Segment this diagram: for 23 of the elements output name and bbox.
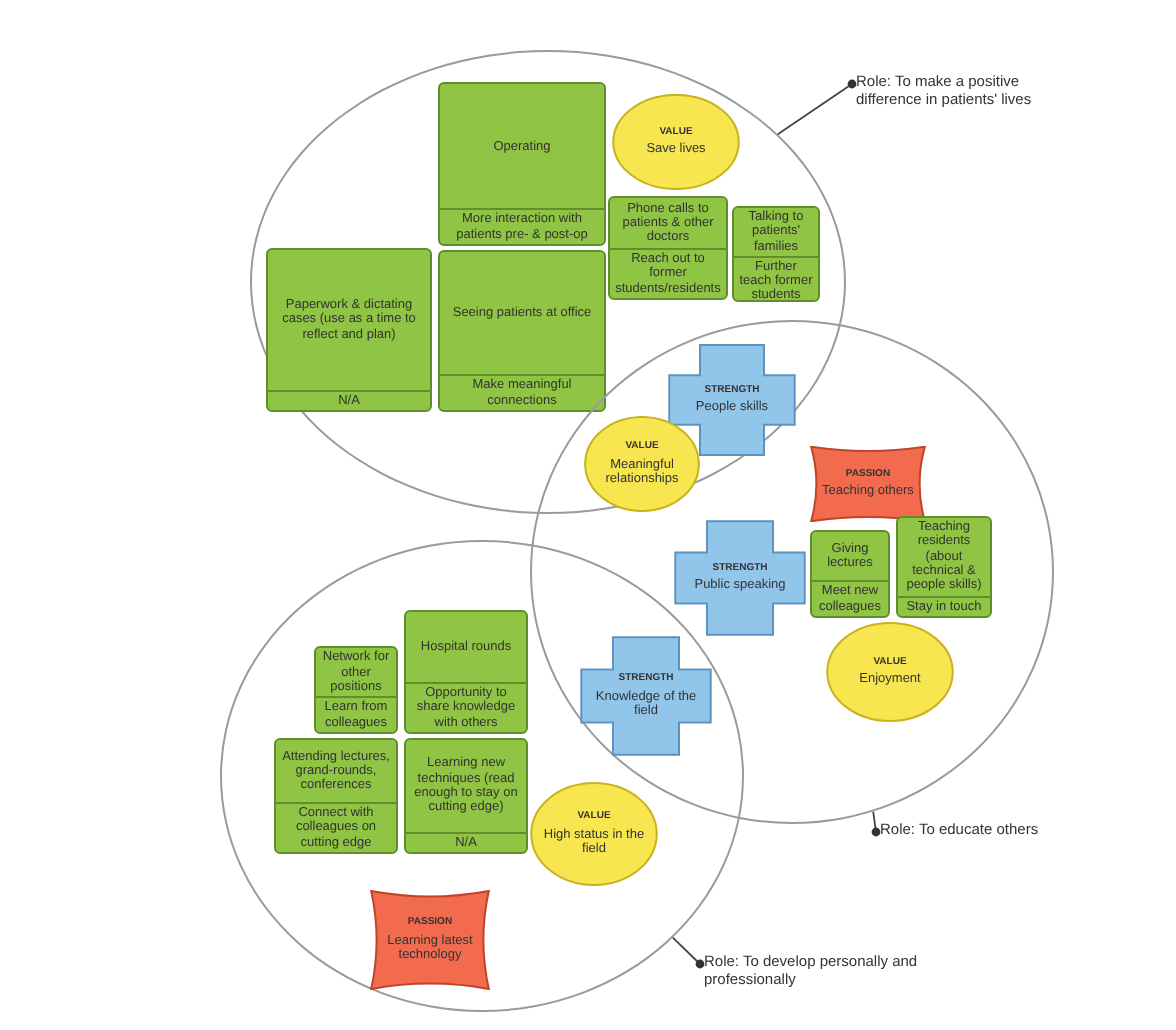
activity-card <box>608 196 728 300</box>
value-ellipse <box>530 782 658 886</box>
leader-line <box>671 936 705 969</box>
activity-card <box>438 82 606 246</box>
activity-card <box>438 250 606 412</box>
strength-cross <box>580 636 712 756</box>
passion-banner <box>370 890 490 990</box>
leader-line <box>776 79 857 136</box>
value-ellipse <box>584 416 700 512</box>
activity-card <box>810 530 890 618</box>
activity-card <box>404 738 528 854</box>
activity-card <box>404 610 528 734</box>
strength-cross <box>674 520 806 636</box>
activity-card <box>314 646 398 734</box>
value-ellipse <box>826 622 954 722</box>
activity-card <box>896 516 992 618</box>
activity-card <box>266 248 432 412</box>
passion-banner <box>810 446 926 522</box>
activity-card <box>732 206 820 302</box>
value-ellipse <box>612 94 740 190</box>
leader-line <box>871 810 881 837</box>
activity-card <box>274 738 398 854</box>
strength-cross <box>668 344 796 456</box>
